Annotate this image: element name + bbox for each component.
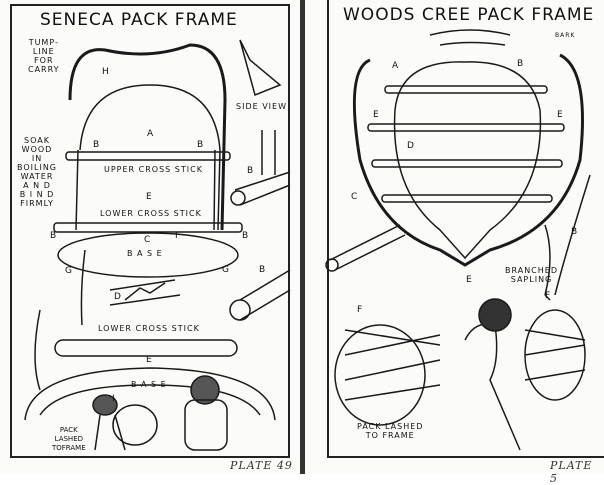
label-b: B [259, 265, 267, 275]
label-side-view: SIDE VIEW [236, 102, 287, 111]
woods-cree-pack-frame-illustration [325, 29, 591, 451]
label-pack-lashed: PACK LASHED TOFRAME [52, 426, 86, 452]
label-base: B A S E [127, 249, 163, 258]
label-b: B [93, 140, 101, 150]
label-e: E [466, 275, 473, 285]
label-tumpline: TUMP- LINE FOR CARRY [28, 38, 60, 74]
right-plate-border [327, 0, 604, 458]
right-plate-title: WOODS CREE PACK FRAME [343, 5, 595, 25]
label-a: A [147, 129, 155, 139]
label-g: G [65, 266, 73, 276]
label-f: F [175, 231, 182, 241]
label-lower-cross-stick: LOWER CROSS STICK [100, 209, 202, 218]
label-branched-sapling: BRANCHED SAPLING [505, 266, 558, 284]
label-b: B [197, 140, 205, 150]
label-b: B [50, 231, 58, 241]
label-e: E [146, 355, 153, 365]
label-g: G [222, 265, 230, 275]
book-gutter [300, 0, 305, 474]
label-lower-cross-stick: LOWER CROSS STICK [98, 324, 200, 333]
label-f: F [357, 305, 364, 315]
label-b: B [247, 166, 255, 176]
label-pack-lashed: PACK LASHED TO FRAME [357, 422, 424, 440]
plate-number: PLATE 49 [230, 459, 293, 472]
label-d: D [114, 292, 122, 302]
left-plate-title: SENECA PACK FRAME [40, 10, 238, 30]
label-b: B [571, 227, 579, 237]
label-e: E [146, 192, 153, 202]
label-e: E [373, 110, 380, 120]
left-plate-border [10, 4, 290, 458]
label-c: C [144, 235, 152, 245]
label-h: H [102, 67, 110, 77]
left-page: SENECA PACK FRAME TUMP- LINE FOR CARRY H… [0, 0, 300, 474]
label-b: B [242, 231, 250, 241]
label-c: C [351, 192, 359, 202]
label-d: D [407, 141, 415, 151]
label-upper-cross-stick: UPPER CROSS STICK [104, 165, 203, 174]
label-f: F [545, 291, 552, 301]
label-a: A [392, 61, 400, 71]
label-e: E [557, 110, 564, 120]
right-page: WOODS CREE PACK FRAME BARK A B E E D C B… [305, 0, 604, 485]
label-soak-wood: SOAK WOOD IN BOILING WATER A N D B I N D… [17, 136, 58, 208]
seneca-pack-frame-illustration [24, 39, 291, 451]
label-bark: BARK [555, 32, 576, 39]
label-base: B A S E [131, 380, 167, 389]
label-b: B [517, 59, 525, 69]
plate-number: PLATE 5 [550, 459, 593, 485]
label-i: I [112, 394, 116, 404]
